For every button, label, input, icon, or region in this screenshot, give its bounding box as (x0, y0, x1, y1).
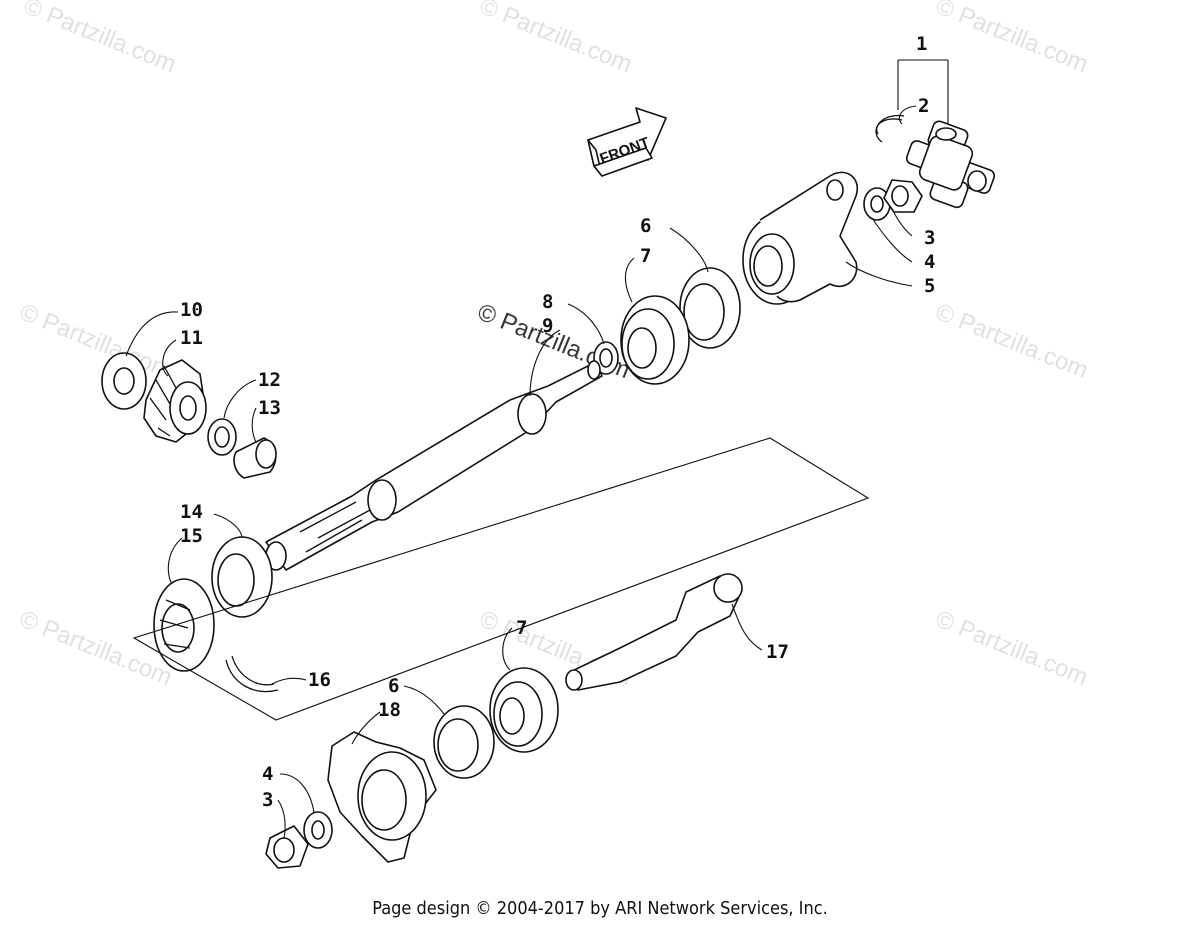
callout-15: 15 (180, 525, 203, 547)
lower-nut-washer (265, 811, 333, 869)
callout-8: 8 (542, 291, 553, 313)
callout-7-lower: 7 (516, 617, 527, 639)
callout-6: 6 (640, 215, 651, 237)
leader-lines (125, 59, 949, 839)
callout-17: 17 (766, 641, 789, 663)
callout-2: 2 (918, 95, 929, 117)
callout-18: 18 (378, 699, 401, 721)
callout-3-lower: 3 (262, 789, 273, 811)
output-shaft (565, 573, 743, 691)
universal-joint (875, 114, 996, 209)
bearing-housing (327, 731, 437, 863)
watermark: © Partzilla.com (476, 0, 636, 78)
callouts: 1 2 3 4 5 6 7 8 9 10 11 12 13 14 15 16 1… (180, 33, 935, 811)
callout-16: 16 (308, 669, 331, 691)
callout-13: 13 (258, 397, 281, 419)
callout-12: 12 (258, 369, 281, 391)
front-arrow-icon: FRONT (587, 107, 667, 177)
upper-seal-bearing (620, 267, 741, 385)
callout-10: 10 (180, 299, 203, 321)
pinion-gear-set (101, 352, 277, 479)
lower-bearing-seal (433, 667, 559, 779)
upper-nut-washer (863, 179, 923, 221)
callout-3: 3 (924, 227, 935, 249)
watermark: © Partzilla.com (932, 606, 1092, 692)
callout-4-lower: 4 (262, 763, 273, 785)
callout-1: 1 (916, 33, 927, 55)
retaining-clip (225, 655, 279, 693)
callout-11: 11 (180, 327, 203, 349)
group-outline (132, 437, 870, 721)
callout-7: 7 (640, 245, 651, 267)
watermark: © Partzilla.com (932, 0, 1092, 78)
callout-9: 9 (542, 315, 553, 337)
watermark: © Partzilla.com (20, 0, 180, 78)
ring-gear-bearing (153, 536, 273, 672)
main-shaft (265, 360, 603, 571)
watermark: © Partzilla.com (932, 299, 1092, 385)
callout-14: 14 (180, 501, 203, 523)
yoke (742, 171, 859, 305)
watermark: © Partzilla.com (16, 299, 176, 385)
callout-6-lower: 6 (388, 675, 399, 697)
page-footer: Page design © 2004-2017 by ARI Network S… (372, 898, 828, 919)
callout-5: 5 (924, 275, 935, 297)
callout-4: 4 (924, 251, 935, 273)
